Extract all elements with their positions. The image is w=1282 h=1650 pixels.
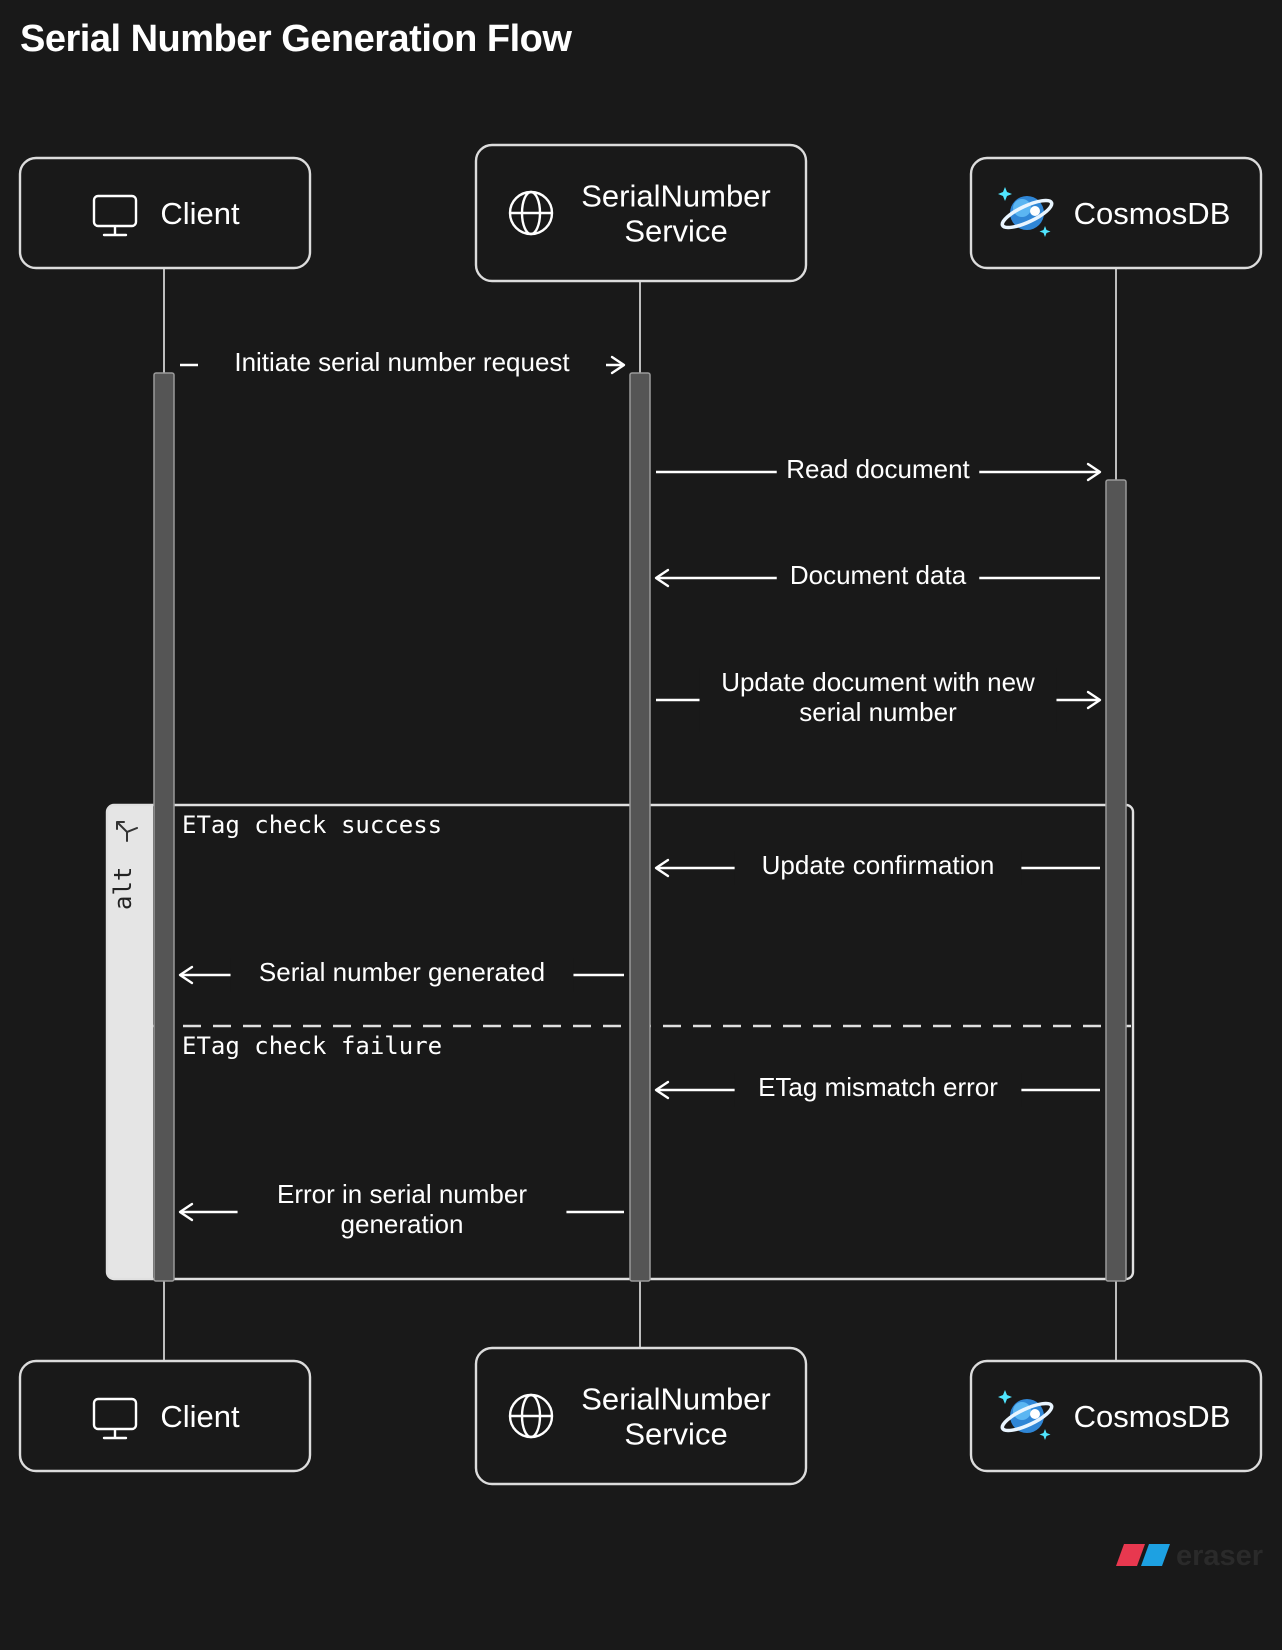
message-initiate-request: Initiate serial number request bbox=[180, 347, 626, 382]
cosmosdb-planet-icon bbox=[998, 187, 1054, 237]
participant-cosmos-head: CosmosDB bbox=[969, 156, 1263, 270]
message-label: generation bbox=[341, 1209, 464, 1239]
arrow-left-icon bbox=[178, 965, 194, 985]
message-serial-generated: Serial number generated bbox=[178, 957, 624, 992]
activation-bar-service bbox=[629, 372, 651, 1282]
globe-icon bbox=[508, 190, 554, 236]
branch-icon bbox=[116, 821, 138, 842]
monitor-icon bbox=[92, 194, 138, 237]
cosmosdb-planet-icon bbox=[998, 1390, 1054, 1440]
message-label-bg bbox=[734, 1073, 1022, 1107]
message-label-bg bbox=[776, 455, 980, 489]
globe-icon bbox=[508, 1393, 554, 1439]
message-read-document: Read document bbox=[656, 454, 1102, 489]
message-label: Error in serial number bbox=[277, 1179, 527, 1209]
participant-client-foot: Client bbox=[18, 1359, 312, 1473]
monitor-icon bbox=[92, 1397, 138, 1440]
participant-label: SerialNumber bbox=[581, 1382, 771, 1417]
participant-label: Client bbox=[160, 196, 240, 231]
message-label: serial number bbox=[799, 697, 957, 727]
arrow-left-icon bbox=[654, 858, 670, 878]
participant-label: SerialNumber bbox=[581, 179, 771, 214]
message-document-data: Document data bbox=[654, 560, 1100, 595]
message-update-confirmation: Update confirmation bbox=[654, 850, 1100, 885]
message-etag-mismatch: ETag mismatch error bbox=[654, 1072, 1100, 1107]
eraser-logo-text: eraser bbox=[1176, 1540, 1263, 1572]
eraser-logo-blue bbox=[1141, 1544, 1170, 1566]
message-label-bg bbox=[699, 668, 1057, 732]
alt-frame bbox=[105, 803, 1135, 1281]
eraser-logo: eraser bbox=[1116, 1540, 1263, 1572]
eraser-logo-red bbox=[1116, 1544, 1145, 1566]
message-label-bg bbox=[198, 348, 606, 382]
arrow-left-icon bbox=[178, 1202, 194, 1222]
message-label: Update document with new bbox=[721, 667, 1035, 697]
message-label-bg bbox=[734, 851, 1022, 885]
activation-bar-cosmos bbox=[1105, 479, 1127, 1282]
message-label: Initiate serial number request bbox=[234, 347, 570, 377]
participant-label: CosmosDB bbox=[1074, 196, 1231, 231]
participant-cosmos-foot: CosmosDB bbox=[969, 1359, 1263, 1473]
alt-sidebar bbox=[107, 805, 153, 1279]
participant-label: Client bbox=[160, 1399, 240, 1434]
arrow-right-icon bbox=[610, 355, 626, 375]
participant-label: Service bbox=[624, 1417, 727, 1452]
message-label-bg bbox=[776, 561, 980, 595]
message-label: Read document bbox=[786, 454, 970, 484]
message-label: ETag mismatch error bbox=[758, 1072, 998, 1102]
message-label: Serial number generated bbox=[259, 957, 545, 987]
arrow-left-icon bbox=[654, 568, 670, 588]
message-label: Update confirmation bbox=[762, 850, 995, 880]
participant-client-head: Client bbox=[18, 156, 312, 270]
participant-label: Service bbox=[624, 214, 727, 249]
activation-bar-client bbox=[153, 372, 175, 1282]
alt-section-label: ETag check failure bbox=[182, 1032, 442, 1060]
participant-label: CosmosDB bbox=[1074, 1399, 1231, 1434]
arrow-left-icon bbox=[654, 1080, 670, 1100]
diagram-title: Serial Number Generation Flow bbox=[20, 18, 572, 60]
arrow-right-icon bbox=[1086, 462, 1102, 482]
message-label-bg bbox=[237, 1180, 567, 1244]
alt-label: alt bbox=[109, 867, 137, 910]
alt-section-label: ETag check success bbox=[182, 811, 442, 839]
message-label: Document data bbox=[790, 560, 967, 590]
arrow-right-icon bbox=[1086, 690, 1102, 710]
message-label-bg bbox=[230, 958, 574, 992]
